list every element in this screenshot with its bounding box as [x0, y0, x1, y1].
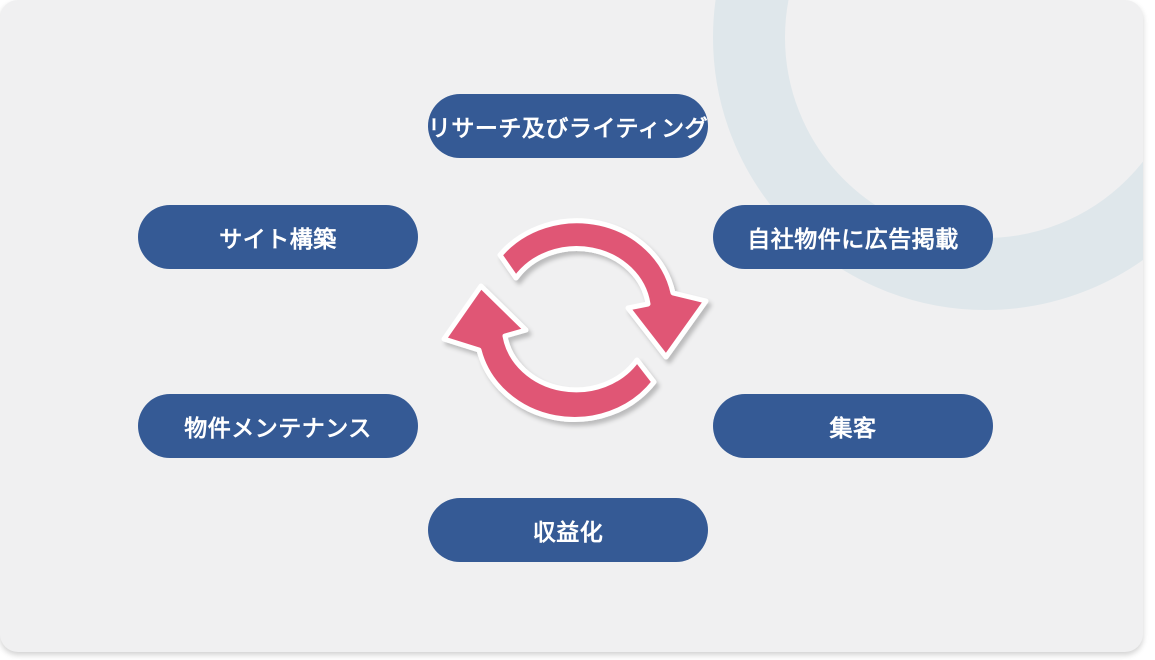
step-monetization: 収益化 — [428, 498, 708, 562]
cycle-arrows-icon — [441, 218, 709, 422]
cycle-arrow-upper — [497, 218, 709, 360]
diagram-canvas: リサーチ及びライティング サイト構築 自社物件に広告掲載 物件メンテナンス 集客… — [0, 0, 1143, 652]
step-customer-acquisition: 集客 — [713, 394, 993, 458]
step-site-build: サイト構築 — [138, 205, 418, 269]
step-maintenance: 物件メンテナンス — [138, 394, 418, 458]
step-ad-listing: 自社物件に広告掲載 — [713, 205, 993, 269]
step-research: リサーチ及びライティング — [428, 94, 708, 158]
cycle-arrow-lower — [441, 283, 657, 422]
